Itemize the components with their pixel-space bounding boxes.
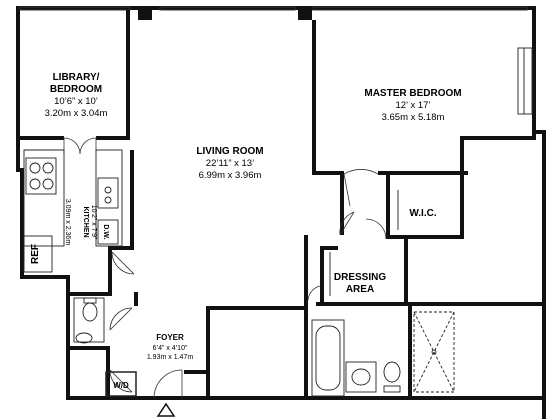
toilet-icon (82, 302, 98, 322)
sink-icon (104, 186, 112, 194)
library-dim-imperial: 10’6” x 10’ (54, 96, 98, 107)
drain-icon (431, 349, 437, 355)
library-name-2: BEDROOM (50, 84, 102, 95)
foyer-dim-imperial: 6’4” x 4’10” (153, 345, 188, 352)
library-name-1: LIBRARY/ (53, 72, 100, 83)
dw-label: D.W. (102, 224, 109, 239)
door-swings (63, 137, 387, 399)
burner-icon (29, 162, 41, 174)
library-dim-metric: 3.20m x 3.04m (45, 108, 108, 119)
foyer-dim-metric: 1.93m x 1.47m (147, 354, 193, 361)
columns (138, 6, 312, 20)
master-dim-metric: 3.65m x 5.18m (382, 112, 445, 123)
burner-icon (42, 178, 54, 190)
living-dim-metric: 6.99m x 3.96m (199, 170, 262, 181)
sink-icon (75, 332, 93, 344)
ref-label: REF (30, 244, 41, 264)
master-dim-imperial: 12’ x 17’ (395, 100, 430, 111)
room-labels: LIBRARY/ BEDROOM 10’6” x 10’ 3.20m x 3.0… (30, 72, 462, 390)
burner-icon (29, 178, 41, 190)
entry-marker-icon (156, 402, 176, 417)
kitchen-dim-imperial: 10’2” x 7’9” (90, 205, 97, 240)
dressing-name-1: DRESSING (334, 272, 386, 283)
kitchen-fixtures (23, 149, 123, 273)
windows (19, 6, 533, 115)
kitchen-dim-metric: 3.09m x 2.36m (64, 199, 71, 245)
toilet-icon (383, 361, 401, 383)
master-name: MASTER BEDROOM (364, 88, 461, 99)
exterior-walls (16, 6, 546, 419)
bath-fixtures (73, 190, 455, 397)
sink-icon (351, 368, 371, 386)
interior-walls (20, 10, 542, 400)
foyer-name: FOYER (156, 333, 184, 342)
sink-icon (104, 196, 112, 204)
wic-name: W.I.C. (409, 208, 436, 219)
kitchen-name: KITCHEN (82, 206, 89, 237)
burner-icon (42, 162, 54, 174)
wd-label: W/D (113, 381, 129, 390)
living-dim-imperial: 22’11” x 13’ (206, 158, 254, 169)
dressing-name-2: AREA (346, 284, 374, 295)
living-name: LIVING ROOM (196, 146, 263, 157)
